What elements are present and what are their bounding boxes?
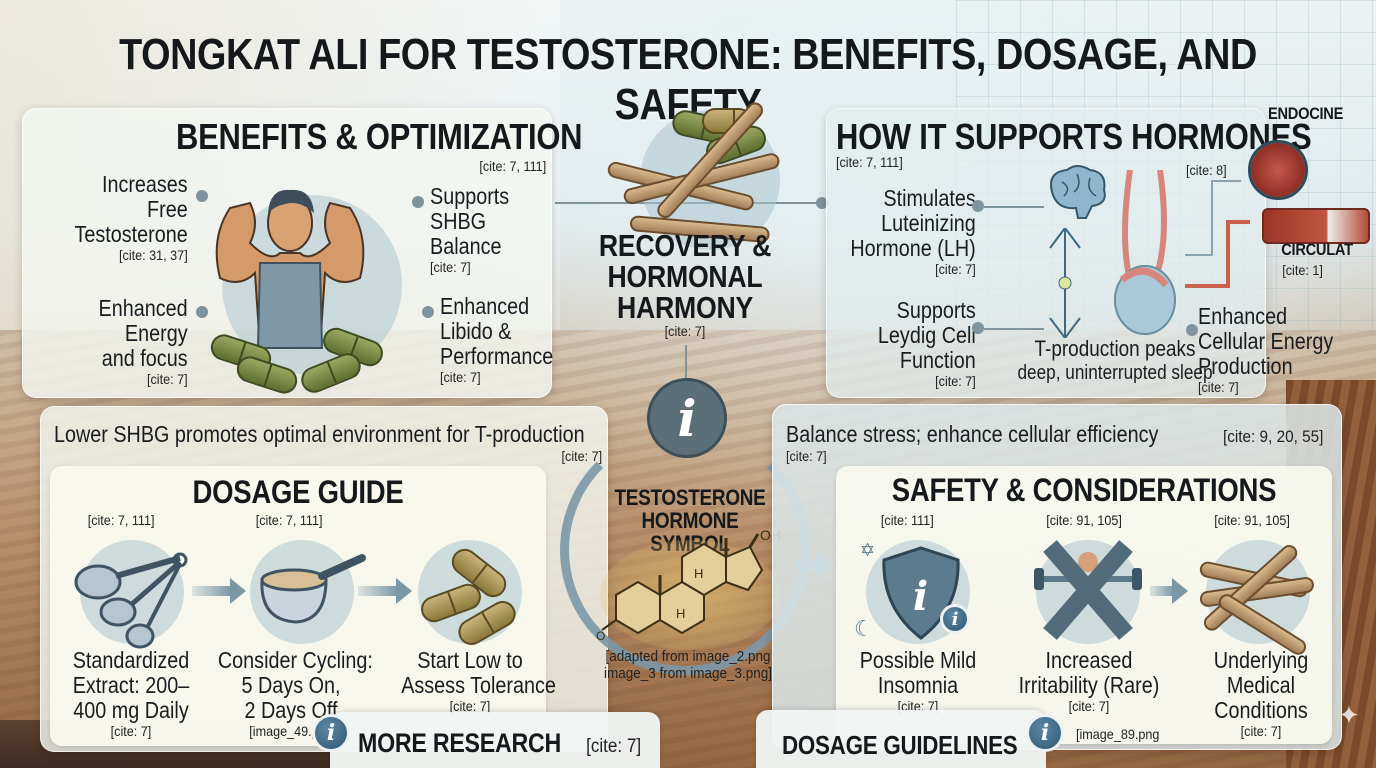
more-research-tab[interactable]	[330, 712, 660, 768]
connector-dot	[412, 196, 424, 208]
flow-arrow-line	[1226, 220, 1230, 286]
benefit-item: Enhanced Energy and focus [cite: 7]	[98, 295, 188, 388]
circulation-label: CIRCULAT	[1281, 240, 1353, 259]
endocrine-label: ENDOCINE	[1268, 104, 1344, 123]
connector-line	[984, 206, 1044, 208]
benefit-item: Supports SHBG Balance [cite: 7]	[430, 183, 510, 276]
flow-arrow-line	[1185, 254, 1213, 256]
safety-item-cite: [cite: 91, 105]	[1046, 512, 1122, 528]
circulation-vessel-icon	[1262, 208, 1370, 244]
moon-icon: ☾	[854, 616, 874, 641]
brain-icon	[1050, 165, 1106, 219]
left-note-text: Lower SHBG promotes optimal environment …	[54, 421, 585, 447]
connector-dot	[1186, 324, 1198, 336]
testosterone-molecule-icon: O OH H H	[596, 530, 781, 643]
safety-item: Underlying Medical Conditions [cite: 7]	[1213, 647, 1309, 740]
arrow-cite: [cite: 8]	[1186, 162, 1227, 178]
dosage-step: Start Low to Assess Tolerance [cite: 7]	[401, 647, 556, 715]
left-note-cite: [cite: 7]	[561, 448, 602, 464]
flow-arrow-line	[1211, 180, 1213, 256]
flow-arrow-line	[1211, 180, 1241, 182]
connector-dot	[196, 306, 208, 318]
connector-dot	[816, 197, 828, 209]
info-icon[interactable]: i	[647, 378, 727, 458]
neuron-arrow-icon	[1049, 228, 1081, 338]
shield-info-icon: i	[882, 546, 960, 640]
safety-item-cite: [cite: 111]	[880, 512, 934, 528]
benefits-heading: BENEFITS & OPTIMIZATION	[176, 116, 583, 157]
safety-item: Possible Mild Insomnia [cite: 7]	[859, 647, 977, 715]
molecule-caption: [adapted from image_2.png image_3 from i…	[603, 648, 773, 682]
circulation-cite: [cite: 1]	[1282, 262, 1323, 278]
dosage-guidelines-label[interactable]: DOSAGE GUIDELINES	[782, 730, 1018, 760]
arrow-right-icon	[192, 578, 246, 604]
sparkle-icon: ✦	[1338, 700, 1360, 730]
svg-text:i: i	[913, 573, 928, 620]
connector-line	[685, 345, 687, 385]
flow-arrow-line	[1185, 284, 1230, 288]
connector-dot	[972, 200, 984, 212]
sleep-note: T-production peaks deep, uninterrupted s…	[1017, 336, 1213, 384]
center-top-heading: RECOVERY & HORMONAL HARMONY [cite: 7]	[598, 228, 772, 339]
dosage-step-cite: [cite: 7, 111]	[87, 512, 155, 528]
info-icon[interactable]: i	[312, 714, 350, 752]
arrow-right-icon	[358, 578, 412, 604]
hormones-heading: HOW IT SUPPORTS HORMONES	[836, 116, 1312, 157]
powder-scoop-icon	[260, 554, 366, 624]
safety-heading: SAFETY & CONSIDERATIONS	[891, 472, 1277, 508]
benefit-item: Increases Free Testosterone [cite: 31, 3…	[74, 171, 188, 264]
safety-image-ref: [image_89.png	[1076, 726, 1160, 742]
flexing-man-icon	[215, 189, 365, 349]
oxygen-label: O	[596, 629, 605, 643]
measuring-spoons-icon	[74, 552, 188, 649]
hormones-cite: [cite: 7, 111]	[836, 154, 903, 170]
testis-icon	[1114, 170, 1176, 335]
connector-dot	[972, 322, 984, 334]
dosage-heading: DOSAGE GUIDE	[192, 474, 404, 510]
benefits-cite: [cite: 7, 111]	[479, 158, 546, 174]
endocrine-vessel-icon	[1248, 140, 1308, 200]
connector-dot	[196, 190, 208, 202]
page-title: TONGKAT ALI FOR TESTOSTERONE: BENEFITS, …	[119, 30, 1257, 129]
dosage-guidelines-tab[interactable]	[756, 710, 1046, 768]
arrow-right-icon	[1150, 578, 1188, 604]
safety-item: Increased Irritability (Rare) [cite: 7]	[1018, 647, 1160, 715]
dosage-step-cite: [cite: 7, 111]	[255, 512, 323, 528]
hydrogen-label: H	[694, 566, 703, 581]
hormone-item: Supports Leydig Cell Function [cite: 7]	[878, 297, 976, 390]
flow-arrow-line	[1226, 220, 1250, 224]
hormone-item: Enhanced Cellular Energy Production [cit…	[1198, 303, 1334, 396]
right-note-cite: [cite: 7]	[786, 448, 827, 464]
right-note: Balance stress; enhance cellular efficie…	[786, 421, 1324, 447]
hormones-panel	[826, 108, 1266, 398]
info-badge-icon: i	[940, 604, 970, 634]
connector-line	[984, 328, 1044, 330]
more-research-label[interactable]: MORE RESEARCH [cite: 7]	[358, 728, 641, 758]
star-icon: ✡	[860, 540, 876, 560]
dosage-step: Standardized Extract: 200– 400 mg Daily …	[72, 647, 190, 740]
crossed-weightlifter-icon	[1034, 540, 1142, 640]
hormone-item: Stimulates Luteinizing Hormone (LH) [cit…	[850, 185, 976, 278]
benefit-item: Enhanced Libido & Performance [cite: 7]	[440, 293, 554, 386]
hydrogen-label: H	[676, 606, 685, 621]
safety-item-cite: [cite: 91, 105]	[1214, 512, 1290, 528]
connector-dot	[422, 306, 434, 318]
info-icon[interactable]: i	[1026, 714, 1064, 752]
